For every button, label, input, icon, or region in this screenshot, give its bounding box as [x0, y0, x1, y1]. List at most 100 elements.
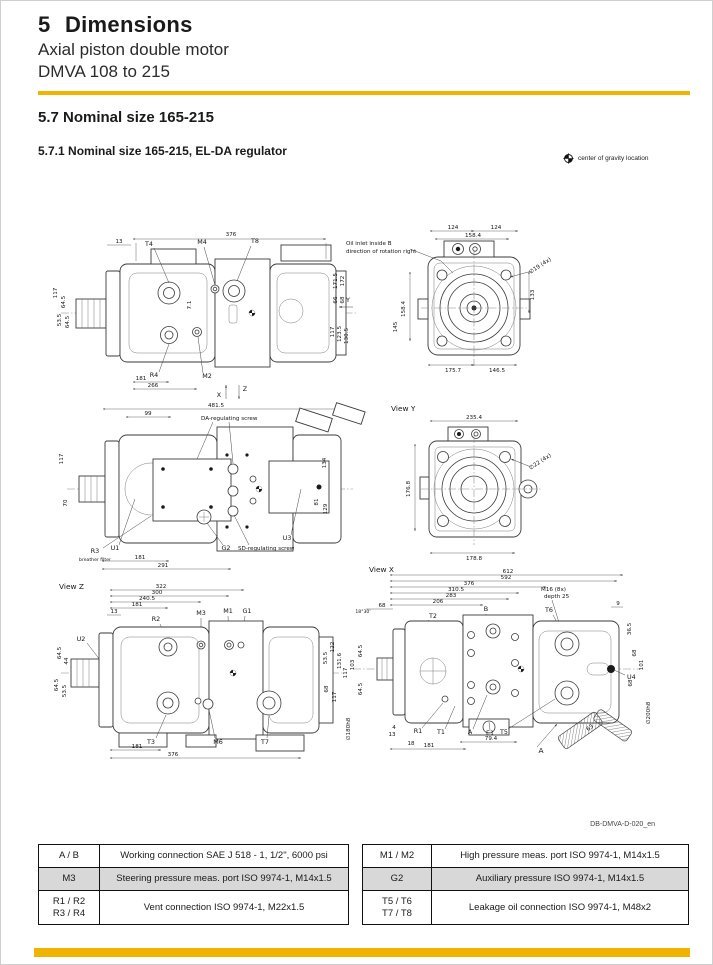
- dim-label: 178.8: [466, 556, 482, 562]
- hole-callout: ∅19 (4x): [528, 257, 552, 276]
- view-title: View Y: [391, 404, 416, 413]
- dim-label: 146.5: [489, 368, 505, 374]
- view-title: View X: [369, 565, 394, 574]
- port-label-t5: T5: [499, 728, 508, 736]
- port-desc: Leakage oil connection ISO 9974-1, M48x2: [431, 890, 689, 925]
- port-label-r3: R3: [91, 547, 100, 555]
- dim-label: 103: [350, 659, 356, 670]
- dim-label: 124: [491, 225, 502, 231]
- shaft-dim-label: ∅200h8: [646, 701, 652, 724]
- dim-label: 53.5: [323, 651, 329, 664]
- dim-label: 376: [464, 581, 475, 587]
- dim-label: 117: [343, 667, 349, 678]
- dim-label: 176.8: [406, 481, 412, 497]
- dim-label: 291: [158, 563, 169, 569]
- port-label-a: A: [468, 728, 473, 736]
- port-label-b: B: [484, 605, 488, 613]
- port-desc: Vent connection ISO 9974-1, M22x1.5: [99, 890, 349, 925]
- port-label-u2: U2: [77, 635, 86, 643]
- dim-label: 131.6: [337, 653, 343, 669]
- dim-label: 206: [433, 599, 444, 605]
- dim-label: 129: [323, 503, 329, 514]
- dim-label: 99: [144, 411, 152, 417]
- breather-filter-label: breather filter: [79, 557, 111, 563]
- dim-label: 172: [340, 276, 346, 287]
- port-label-t6: T6: [544, 606, 553, 614]
- m16-callout: M16 (8x): [541, 587, 566, 593]
- rotation-note: Oil inlet inside B: [346, 241, 392, 247]
- dim-label: 171.5: [333, 273, 339, 289]
- section-heading: 5.7 Nominal size 165-215: [38, 109, 214, 126]
- port-label-u4: U4: [627, 673, 636, 681]
- sd-screw-label: SD-regulating screw: [238, 546, 295, 552]
- cog-symbol: [229, 669, 237, 677]
- view-z: View Z 322 300 240.5 181 13 U2 R2 M3 M1 …: [54, 582, 345, 759]
- dim-label: 70: [63, 499, 69, 507]
- cog-symbol: [248, 309, 256, 317]
- chapter-title: 5 Dimensions: [38, 12, 193, 37]
- dim-label: 13: [115, 239, 123, 245]
- product-model: DMVA 108 to 215: [38, 62, 170, 81]
- port-label-e1: E1: [486, 729, 494, 737]
- port-label-u1: U1: [111, 544, 120, 552]
- dim-label: 36.5: [627, 622, 633, 635]
- port-label-m6: M6: [213, 738, 223, 746]
- dim-label: 64.5: [57, 646, 63, 659]
- dim-label: 181: [132, 602, 143, 608]
- port-tables: A / B Working connection SAE J 518 - 1, …: [38, 844, 689, 925]
- port-label-t2: T2: [428, 612, 437, 620]
- dim-label: 322: [156, 584, 167, 590]
- dim-label: 13: [388, 732, 396, 738]
- dim-label: 175.7: [445, 368, 461, 374]
- dim-label: 145: [393, 321, 399, 332]
- port-label-t7: T7: [260, 738, 269, 746]
- port-label-u3: U3: [283, 534, 292, 542]
- view-x: View X 612 592 376 310.5 283 206 68 18°3…: [343, 565, 652, 755]
- yellow-divider: [38, 91, 690, 95]
- document-reference: DB-DMVA-D-020_en: [590, 821, 655, 828]
- dim-label: 53.5: [62, 684, 68, 697]
- dim-label: 81: [314, 498, 320, 506]
- dim-label: 13: [110, 609, 118, 615]
- dim-label: 117: [330, 326, 336, 337]
- port-label-m3: M3: [196, 609, 206, 617]
- rear-view: Oil inlet inside B direction of rotation…: [346, 225, 553, 374]
- m16-depth: depth 25: [544, 594, 570, 600]
- dim-label: 64.5: [65, 315, 71, 328]
- da-screw-label: DA-regulating screw: [201, 416, 258, 422]
- port-label-r2: R2: [152, 615, 161, 623]
- port-desc: Steering pressure meas. port ISO 9974-1,…: [99, 867, 349, 891]
- dim-label: 117: [59, 453, 65, 464]
- dim-label: 592: [501, 575, 512, 581]
- dim-label: 68: [632, 649, 638, 657]
- side-view: 376 13 T4 M4 T8 R4 M2 181 266 171.5 172 …: [53, 232, 357, 390]
- hole-callout: ∅22 (4x): [528, 453, 552, 472]
- port-key: T5 / T6 T7 / T8: [362, 890, 432, 925]
- dim-label: 158.4: [465, 233, 481, 239]
- port-desc: High pressure meas. port ISO 9974-1, M14…: [431, 844, 689, 868]
- shaft-dim-label: ∅180h8: [346, 717, 352, 740]
- dim-label: 612: [503, 569, 514, 575]
- port-label-m1: M1: [223, 607, 233, 615]
- cog-symbol: [517, 665, 525, 673]
- dim-label: 310.5: [448, 587, 464, 593]
- dim-label: 68: [628, 679, 634, 687]
- port-desc: Auxiliary pressure ISO 9974-1, M14x1.5: [431, 867, 689, 891]
- port-label-t4: T4: [144, 240, 153, 248]
- dim-label: 64.5: [54, 678, 60, 691]
- port-table-left: A / B Working connection SAE J 518 - 1, …: [38, 844, 349, 925]
- dim-label: 181: [136, 376, 147, 382]
- dim-label: 376: [226, 232, 237, 238]
- cog-symbol: [255, 485, 263, 493]
- dim-label: 117: [332, 691, 338, 702]
- dim-label: 64.5: [358, 644, 364, 657]
- port-label-m2: M2: [202, 372, 212, 380]
- product-subtitle: Axial piston double motor: [38, 40, 229, 59]
- port-key: M3: [38, 867, 100, 891]
- dim-label: 266: [148, 383, 159, 389]
- dim-label: 124: [448, 225, 459, 231]
- subsection-heading: 5.7.1 Nominal size 165-215, EL-DA regula…: [38, 144, 287, 158]
- dim-label: 9: [616, 601, 620, 607]
- dim-label: 283: [446, 593, 457, 599]
